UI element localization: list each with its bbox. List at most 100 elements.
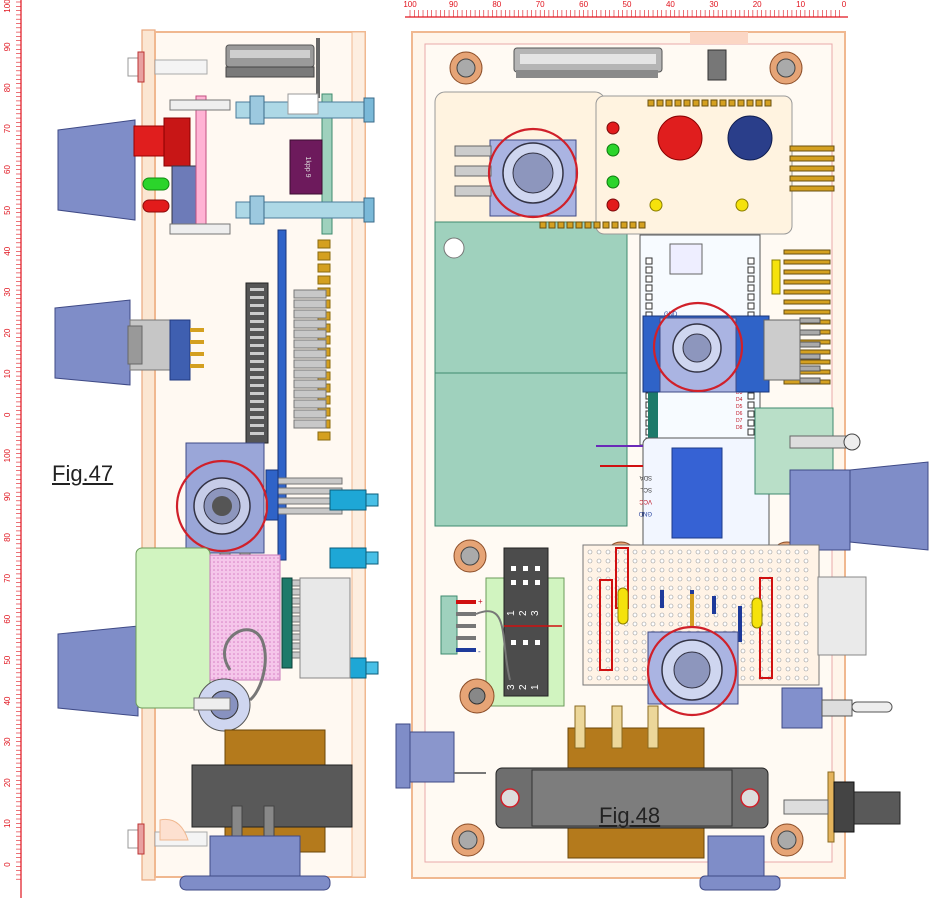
- horizontal-ruler-label: 50: [623, 0, 632, 9]
- oled-pin-vcc: VCC: [639, 498, 652, 504]
- horizontal-ruler-label: 0: [842, 0, 847, 9]
- mcu-pin-label: D5: [736, 404, 743, 410]
- right-headers: [783, 145, 835, 385]
- base-foot: [179, 875, 331, 891]
- vertical-ruler-label: 50: [3, 205, 12, 214]
- terminal-label-a: 2: [518, 684, 529, 690]
- figure-caption-48: Fig.48: [599, 803, 661, 828]
- chip-label: 1kpp 9: [304, 156, 311, 177]
- vertical-ruler-label: 20: [3, 778, 12, 787]
- horizontal-ruler-label: 10: [796, 0, 805, 9]
- vertical-ruler: 1009080706050403020100100908070605040302…: [3, 0, 22, 898]
- vertical-ruler-label: 90: [3, 42, 12, 51]
- main-pcb: [434, 221, 628, 527]
- green-led: [142, 177, 170, 191]
- usb-connector-side: [225, 38, 320, 98]
- chip-module: 1kpp 9: [289, 139, 323, 195]
- knob-middle: [54, 299, 204, 386]
- usb-connector-top: [513, 32, 748, 81]
- base-foot-fig48: [699, 875, 781, 891]
- rotary-encoder-top: [454, 127, 579, 219]
- horizontal-ruler-label: 30: [709, 0, 718, 9]
- vertical-ruler-label: 10: [3, 369, 12, 378]
- transformer-side: [191, 729, 353, 853]
- horizontal-ruler-label: 40: [666, 0, 675, 9]
- button-panel-board: [539, 95, 793, 235]
- vertical-ruler-label: 90: [3, 492, 12, 501]
- vertical-ruler-label: 40: [3, 246, 12, 255]
- horizontal-ruler-label: 20: [753, 0, 762, 9]
- rotary-encoder-bottom: [646, 625, 739, 717]
- vertical-ruler-label: 100: [3, 0, 12, 13]
- horizontal-ruler-label: 70: [536, 0, 545, 9]
- terminal-label-b: 2: [518, 610, 529, 616]
- vertical-ruler-label: 40: [3, 696, 12, 705]
- bottom-screw: [127, 818, 208, 855]
- plus-label: +: [478, 597, 483, 606]
- terminal-label-b: 3: [530, 610, 541, 616]
- cyan-jacks: [299, 489, 379, 679]
- panel-board: [195, 95, 207, 233]
- oled-pin-scl: SCL: [640, 486, 652, 492]
- horizontal-ruler-label: 90: [449, 0, 458, 9]
- fig47-side-view: 1kpp 9: [54, 29, 379, 891]
- vertical-ruler-label: 50: [3, 655, 12, 664]
- vertical-ruler-label: 60: [3, 165, 12, 174]
- bottom-knob-fig47: [209, 835, 301, 879]
- module-board-edge: [277, 229, 287, 561]
- vertical-ruler-label: 30: [3, 287, 12, 296]
- vertical-ruler-label: 30: [3, 737, 12, 746]
- toggle-switch: [781, 687, 893, 729]
- vertical-ruler-label: 60: [3, 614, 12, 623]
- oled-pin-sda: SDA: [640, 474, 652, 480]
- horizontal-ruler-label: 60: [579, 0, 588, 9]
- knob-top: [57, 119, 136, 221]
- fig47-back-wall: [351, 31, 366, 878]
- highlight-circle-bottom-encoder: [646, 625, 738, 717]
- terminal-label-b: 1: [506, 610, 517, 616]
- terminal-label-a: 3: [506, 684, 517, 690]
- mcu-pin-label: D6: [736, 411, 743, 417]
- vertical-ruler-label: 10: [3, 819, 12, 828]
- horizontal-ruler-label: 80: [492, 0, 501, 9]
- fig48-top-view: D1D2D3D4D5D6D7D8 GND SDA SCL VCC GND: [395, 31, 929, 891]
- small-pot: [193, 678, 251, 732]
- vertical-ruler-label: 20: [3, 328, 12, 337]
- highlight-circle-blue-encoder: [652, 301, 744, 393]
- red-led: [142, 199, 170, 213]
- figure-caption-47: Fig.47: [52, 461, 114, 486]
- transformer-top: [495, 705, 769, 859]
- oled-module: SDA SCL VCC GND: [596, 437, 770, 551]
- side-jack-left: [395, 723, 486, 789]
- stripboard: [582, 544, 867, 686]
- highlight-circle-fig47: [175, 459, 269, 553]
- vertical-ruler-label: 0: [3, 862, 12, 867]
- vertical-ruler-label: 0: [3, 412, 12, 417]
- red-button: [133, 117, 191, 167]
- vertical-ruler-label: 80: [3, 83, 12, 92]
- front-panel-strip: [141, 29, 156, 881]
- mcu-pin-label: D3: [736, 390, 743, 396]
- mcu-pin-label: D4: [736, 397, 743, 403]
- vertical-ruler-label: 80: [3, 532, 12, 541]
- oled-pin-gnd: GND: [638, 510, 652, 516]
- terminal-label-a: 1: [530, 684, 541, 690]
- mcu-gnd-label: GND: [664, 312, 678, 318]
- vertical-ruler-label: 100: [3, 448, 12, 462]
- mcu-pin-label: D8: [736, 425, 743, 431]
- horizontal-ruler-label: 100: [403, 0, 417, 9]
- side-jack-right: [754, 407, 929, 551]
- vertical-ruler-label: 70: [3, 124, 12, 133]
- standoffs-top: [169, 93, 375, 235]
- minus-label: -: [478, 647, 481, 656]
- highlight-circle-top-encoder: [487, 127, 579, 219]
- mcu-pin-label: D7: [736, 418, 743, 424]
- bottom-knob-fig48: [707, 835, 765, 879]
- vertical-ruler-label: 70: [3, 573, 12, 582]
- blue-encoder-module: [642, 301, 801, 393]
- wire-connector: + -: [440, 595, 511, 681]
